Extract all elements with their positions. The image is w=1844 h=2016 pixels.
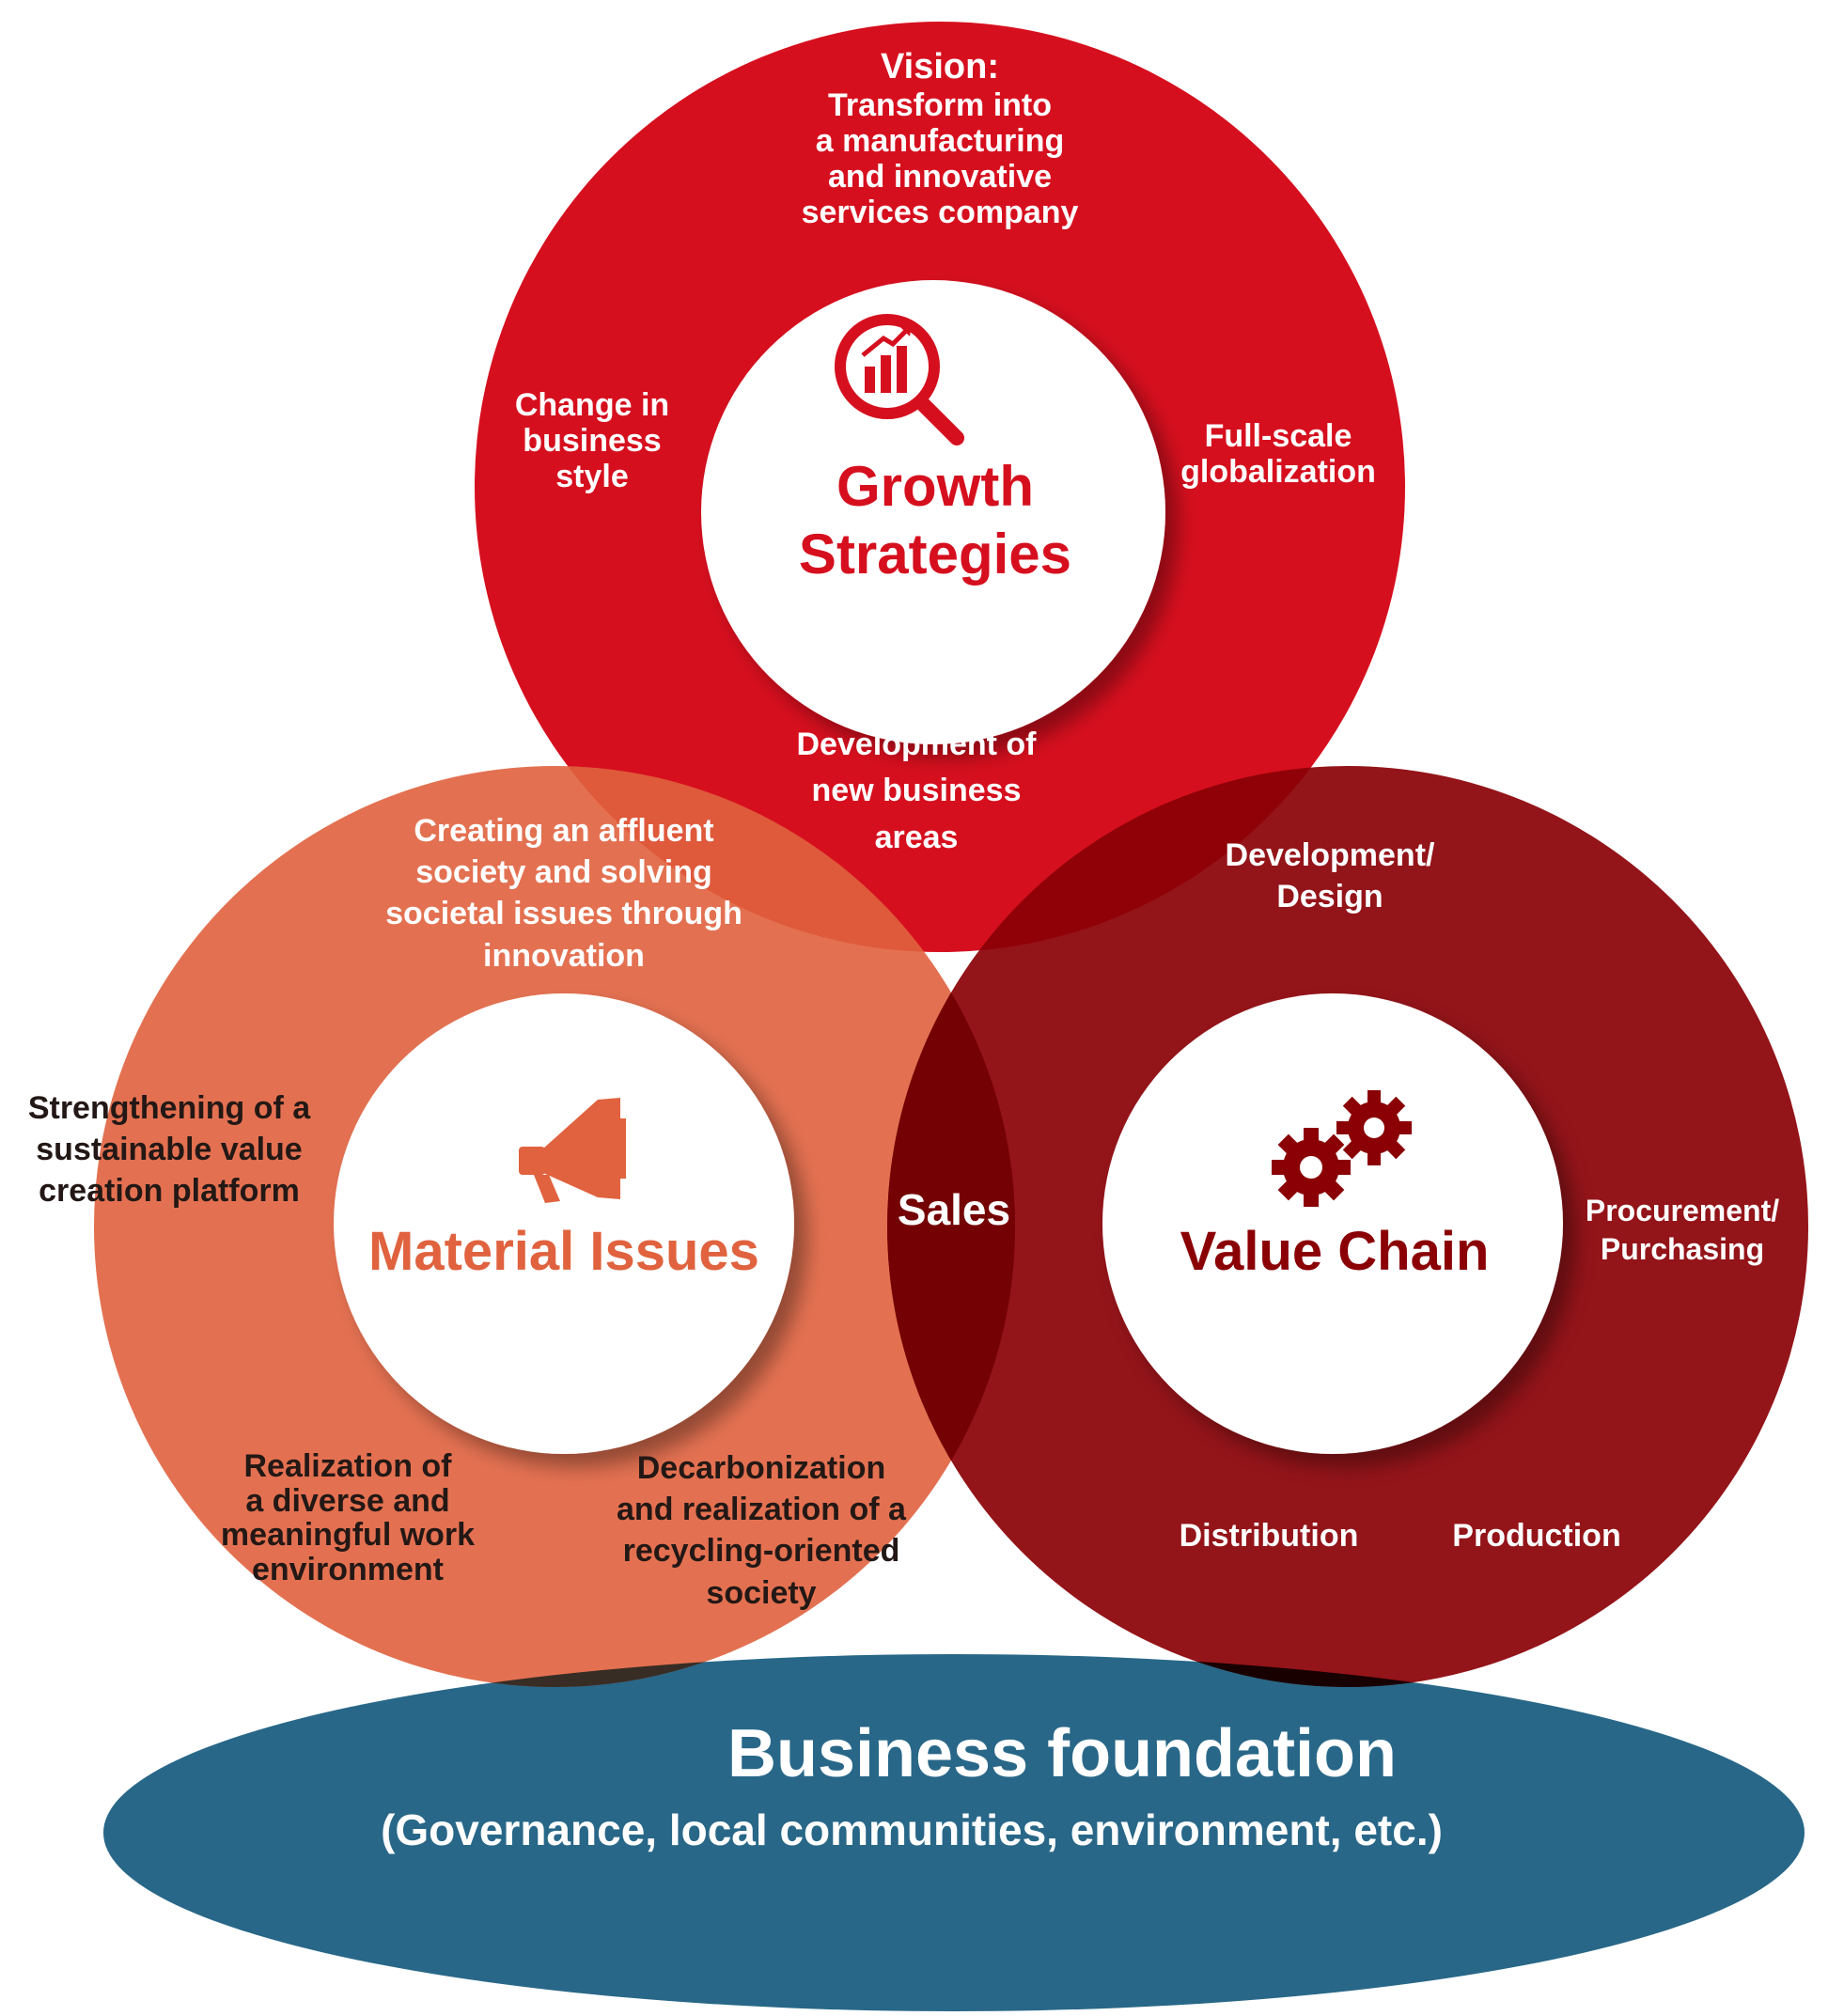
label-line: society — [706, 1574, 817, 1611]
label-line: meaningful work — [220, 1517, 476, 1554]
gears-icon — [1272, 1090, 1412, 1207]
vision-line: and innovative — [827, 158, 1053, 195]
procurement-text: Procurement/ Purchasing — [1555, 1192, 1809, 1269]
label-line: societal issues through — [385, 896, 742, 932]
globalization-text: Full-scale globalization — [1156, 418, 1400, 490]
label-line: Development of — [796, 727, 1037, 762]
vision-line: services company — [801, 194, 1079, 230]
label-line: Change in — [514, 387, 670, 423]
label-line: Full-scale — [1204, 418, 1352, 454]
label-line: Strengthening of a — [27, 1090, 311, 1126]
title-line: Growth — [836, 455, 1034, 518]
vision-line: Transform into — [827, 86, 1053, 123]
label-line: a diverse and — [245, 1482, 450, 1519]
label-line: Development/ — [1225, 837, 1435, 873]
growth-title: Growth Strategies — [714, 453, 1156, 588]
vision-line: Vision: — [881, 47, 999, 86]
label-line: areas — [874, 819, 959, 855]
label-line: sustainable value — [36, 1132, 303, 1168]
material-inner-circle — [334, 993, 794, 1454]
label-line: innovation — [483, 937, 645, 974]
affluent-society-text: Creating an affluent society and solving… — [357, 810, 771, 977]
value-chain-title: Value Chain — [1180, 1221, 1490, 1282]
label-line: environment — [251, 1552, 445, 1588]
production-text: Production — [1452, 1518, 1621, 1554]
material-issues-title: Material Issues — [368, 1221, 759, 1282]
sales-text: Sales — [897, 1185, 1011, 1234]
label-line: new business — [811, 773, 1022, 809]
decarbonization-text: Decarbonization and realization of a rec… — [592, 1447, 930, 1614]
megaphone-icon — [519, 1098, 626, 1203]
label-line: Realization of — [243, 1448, 452, 1484]
label-line: globalization — [1180, 454, 1376, 491]
new-business-text: Development of new business areas — [761, 722, 1071, 861]
label-line: Procurement/ — [1585, 1194, 1780, 1227]
foundation-title: Business foundation — [727, 1716, 1398, 1791]
label-line: Decarbonization — [636, 1450, 886, 1486]
distribution-text: Distribution — [1179, 1518, 1359, 1554]
label-line: business — [523, 423, 662, 460]
label-line: Creating an affluent — [414, 813, 714, 849]
label-line: and realization of a — [617, 1492, 906, 1528]
vision-text: Vision: Transform into a manufacturing a… — [695, 47, 1184, 230]
value-chain-inner-circle — [1102, 993, 1563, 1454]
change-business-style-text: Change in business style — [470, 387, 714, 494]
label-line: creation platform — [39, 1173, 300, 1210]
magnifier-chart-icon — [835, 314, 964, 445]
diverse-work-text: Realization of a diverse and meaningful … — [197, 1449, 498, 1587]
growth-inner-circle — [701, 280, 1165, 744]
label-line: style — [555, 459, 629, 495]
label-line: recycling-oriented — [622, 1533, 900, 1570]
label-line: Purchasing — [1600, 1231, 1765, 1266]
title-line: Strategies — [798, 523, 1072, 586]
foundation-ellipse — [103, 1654, 1805, 2011]
label-line: society and solving — [415, 854, 712, 891]
value-creation-platform-text: Strengthening of a sustainable value cre… — [9, 1087, 329, 1212]
foundation-subtitle: (Governance, local communities, environm… — [381, 1805, 1443, 1854]
vision-line: a manufacturing — [815, 122, 1065, 159]
development-design-text: Development/ Design — [1184, 835, 1476, 917]
label-line: Design — [1276, 879, 1383, 915]
